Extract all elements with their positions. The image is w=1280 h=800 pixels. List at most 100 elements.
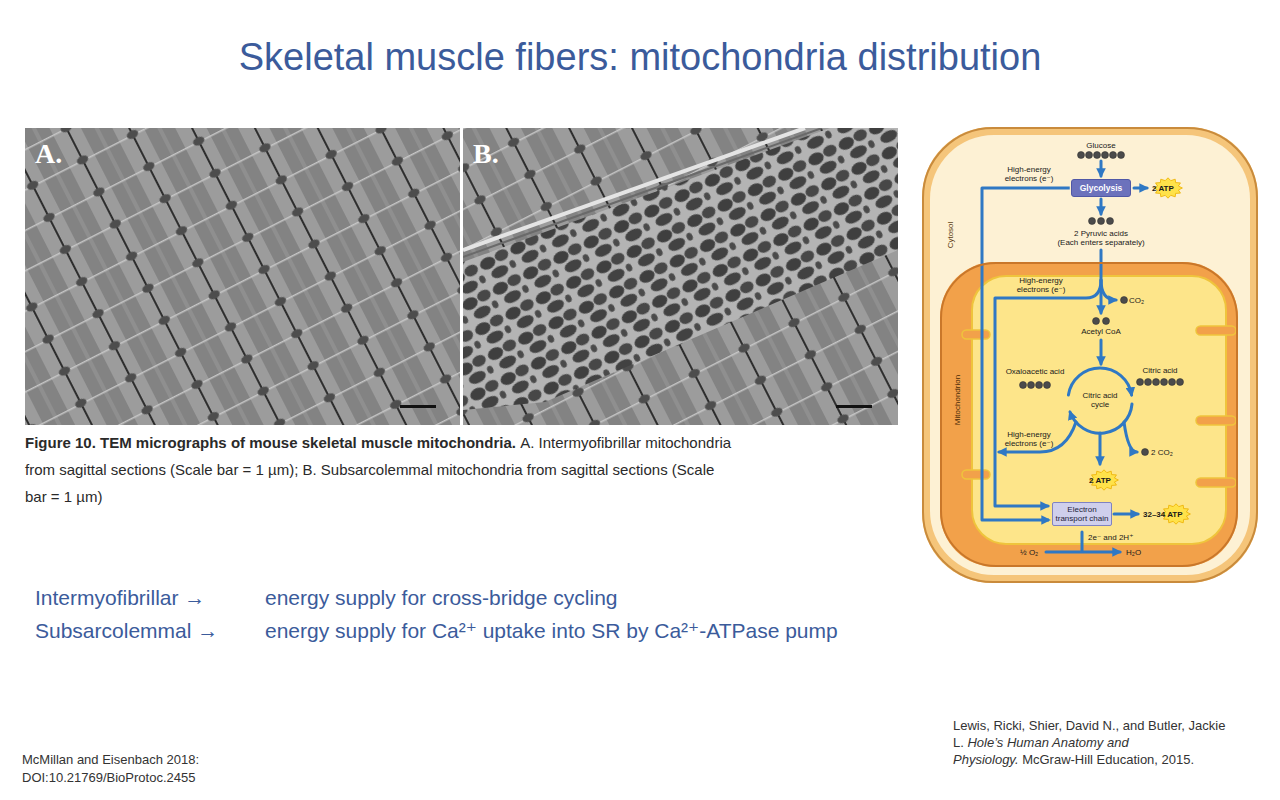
pathway-arrow	[1134, 187, 1147, 190]
carbon-ball	[1137, 379, 1144, 386]
atp-star	[1090, 470, 1119, 490]
carbon-ball	[1086, 152, 1093, 159]
molecule-label: Oxaloacetic acid	[1006, 367, 1065, 376]
carbon-ball	[1036, 382, 1043, 389]
pathway-arrow	[1046, 551, 1120, 554]
carbon-ball	[1093, 318, 1100, 325]
molecule-label: H₂O	[1126, 548, 1141, 557]
molecule-label: 2e⁻ and 2H⁺	[1088, 533, 1133, 542]
summary-term: Intermyofibrillar →	[35, 585, 205, 611]
carbon-ball	[1161, 379, 1168, 386]
panel-letter: B.	[473, 138, 499, 170]
carbon-ball	[1177, 379, 1184, 386]
molecule-label: ½ O₂	[1020, 548, 1038, 557]
mitochondria-band	[463, 128, 898, 410]
molecule-label: Glucose	[1086, 141, 1115, 150]
carbon-ball	[1103, 318, 1110, 325]
crista	[962, 470, 990, 479]
scale-bar	[836, 405, 872, 408]
pathway-arrow	[1114, 513, 1138, 516]
mitochondrion-matrix	[972, 276, 1226, 544]
pathway-arrow	[1081, 532, 1084, 551]
summary-text: energy supply for cross-bridge cycling	[265, 585, 618, 611]
atp-label: 2 ATP	[1089, 476, 1111, 485]
region-border	[941, 263, 1237, 566]
carbon-ball	[1098, 218, 1105, 225]
cytosol-fill	[930, 135, 1250, 575]
pathway-arrow	[1100, 199, 1103, 214]
carbon-ball	[1020, 382, 1027, 389]
figure-caption: Figure 10. TEM micrographs of mouse skel…	[25, 429, 740, 510]
cell-membrane	[922, 127, 1258, 583]
carbon-ball	[1169, 379, 1176, 386]
cell-region: CytosolMitochondrionElectron transport c…	[922, 127, 1258, 583]
carbon-ball	[1145, 379, 1152, 386]
carbon-ball	[1078, 152, 1085, 159]
tem-micrograph	[463, 128, 898, 425]
summary-term: Subsarcolemmal →	[35, 618, 218, 644]
crista	[1196, 478, 1236, 487]
molecule-label: Citric acid	[1142, 366, 1177, 375]
carbon-ball	[1118, 152, 1125, 159]
carbon-ball	[1153, 379, 1160, 386]
summary-text: energy supply for Ca²⁺ uptake into SR by…	[265, 618, 838, 644]
region-label: Mitochondrion	[953, 375, 962, 425]
carbon-ball	[1121, 297, 1128, 304]
slide-title: Skeletal muscle fibers: mitochondria dis…	[0, 34, 1280, 80]
electron-arrow	[999, 422, 1076, 452]
process-label: Electron transport chain	[1055, 505, 1109, 523]
electron-label: High-energy electrons (e⁻)	[1000, 430, 1058, 448]
pathway-arrow	[1100, 161, 1103, 176]
sarcolemma-line	[463, 128, 805, 250]
molecule-label: Acetyl CoA	[1081, 327, 1121, 336]
subsarcolemmal-cluster	[463, 128, 898, 410]
crista	[962, 330, 990, 339]
scale-bar	[400, 405, 436, 408]
cycle-arrow	[1068, 368, 1131, 395]
pathway-arrow	[1101, 280, 1116, 300]
carbon-ball	[1110, 152, 1117, 159]
region-label: Cytosol	[946, 222, 955, 249]
carbon-ball	[1028, 382, 1035, 389]
atp-label: 2 ATP	[1152, 184, 1174, 193]
citation: DOI:10.21769/BioProtoc.2455	[22, 769, 195, 787]
crista	[1196, 416, 1236, 425]
citation-publisher: McGraw-Hill Education, 2015.	[1022, 752, 1194, 767]
carbon-ball	[1044, 382, 1051, 389]
panel-letter: A.	[35, 138, 62, 170]
carbon-ball	[1102, 152, 1109, 159]
pathway-arrows	[995, 161, 1147, 552]
process-box: Electron transport chain	[1052, 502, 1112, 526]
molecule-label: 2 Pyruvic acids	[1074, 229, 1128, 238]
molecule-label: 2 CO₂	[1151, 448, 1173, 457]
carbon-ball	[1089, 218, 1096, 225]
region-border	[923, 128, 1257, 582]
caption-heading: Figure 10. TEM micrographs of mouse skel…	[25, 434, 516, 451]
carbon-ball	[1094, 152, 1101, 159]
molecule-label: CO₂	[1129, 296, 1144, 305]
electron-connector	[982, 188, 1070, 520]
pathway-arrow	[1100, 340, 1103, 364]
pathway-arrow	[1099, 433, 1102, 464]
process-box: Glycolysis	[1071, 179, 1132, 197]
citation: McMillan and Eisenbach 2018:	[22, 751, 199, 769]
atp-label: 32–34 ATP	[1143, 510, 1183, 519]
sarcolemma-line	[463, 128, 822, 257]
mitochondrion-region: MitochondrionElectron transport chain	[940, 262, 1238, 567]
molecule-note: (Each enters separately)	[1057, 238, 1144, 247]
electron-label: High-energy electrons (e⁻)	[1012, 276, 1070, 294]
cycle-label: Citric acid cycle	[1078, 391, 1122, 409]
citation: Lewis, Ricki, Shier, David N., and Butle…	[953, 717, 1253, 768]
process-label: Glycolysis	[1080, 183, 1123, 193]
micrograph-a	[25, 128, 460, 425]
carbon-ball	[1107, 218, 1114, 225]
crista	[1196, 326, 1236, 335]
cell-drawing	[922, 127, 1258, 583]
tem-micrograph	[25, 128, 460, 425]
carbon-ball	[1142, 449, 1149, 456]
micrograph-b	[463, 128, 898, 425]
pathway-arrow	[1124, 422, 1137, 452]
connector-label: High-energy electrons (e⁻)	[1000, 165, 1058, 183]
carbon-balls	[1020, 152, 1184, 456]
